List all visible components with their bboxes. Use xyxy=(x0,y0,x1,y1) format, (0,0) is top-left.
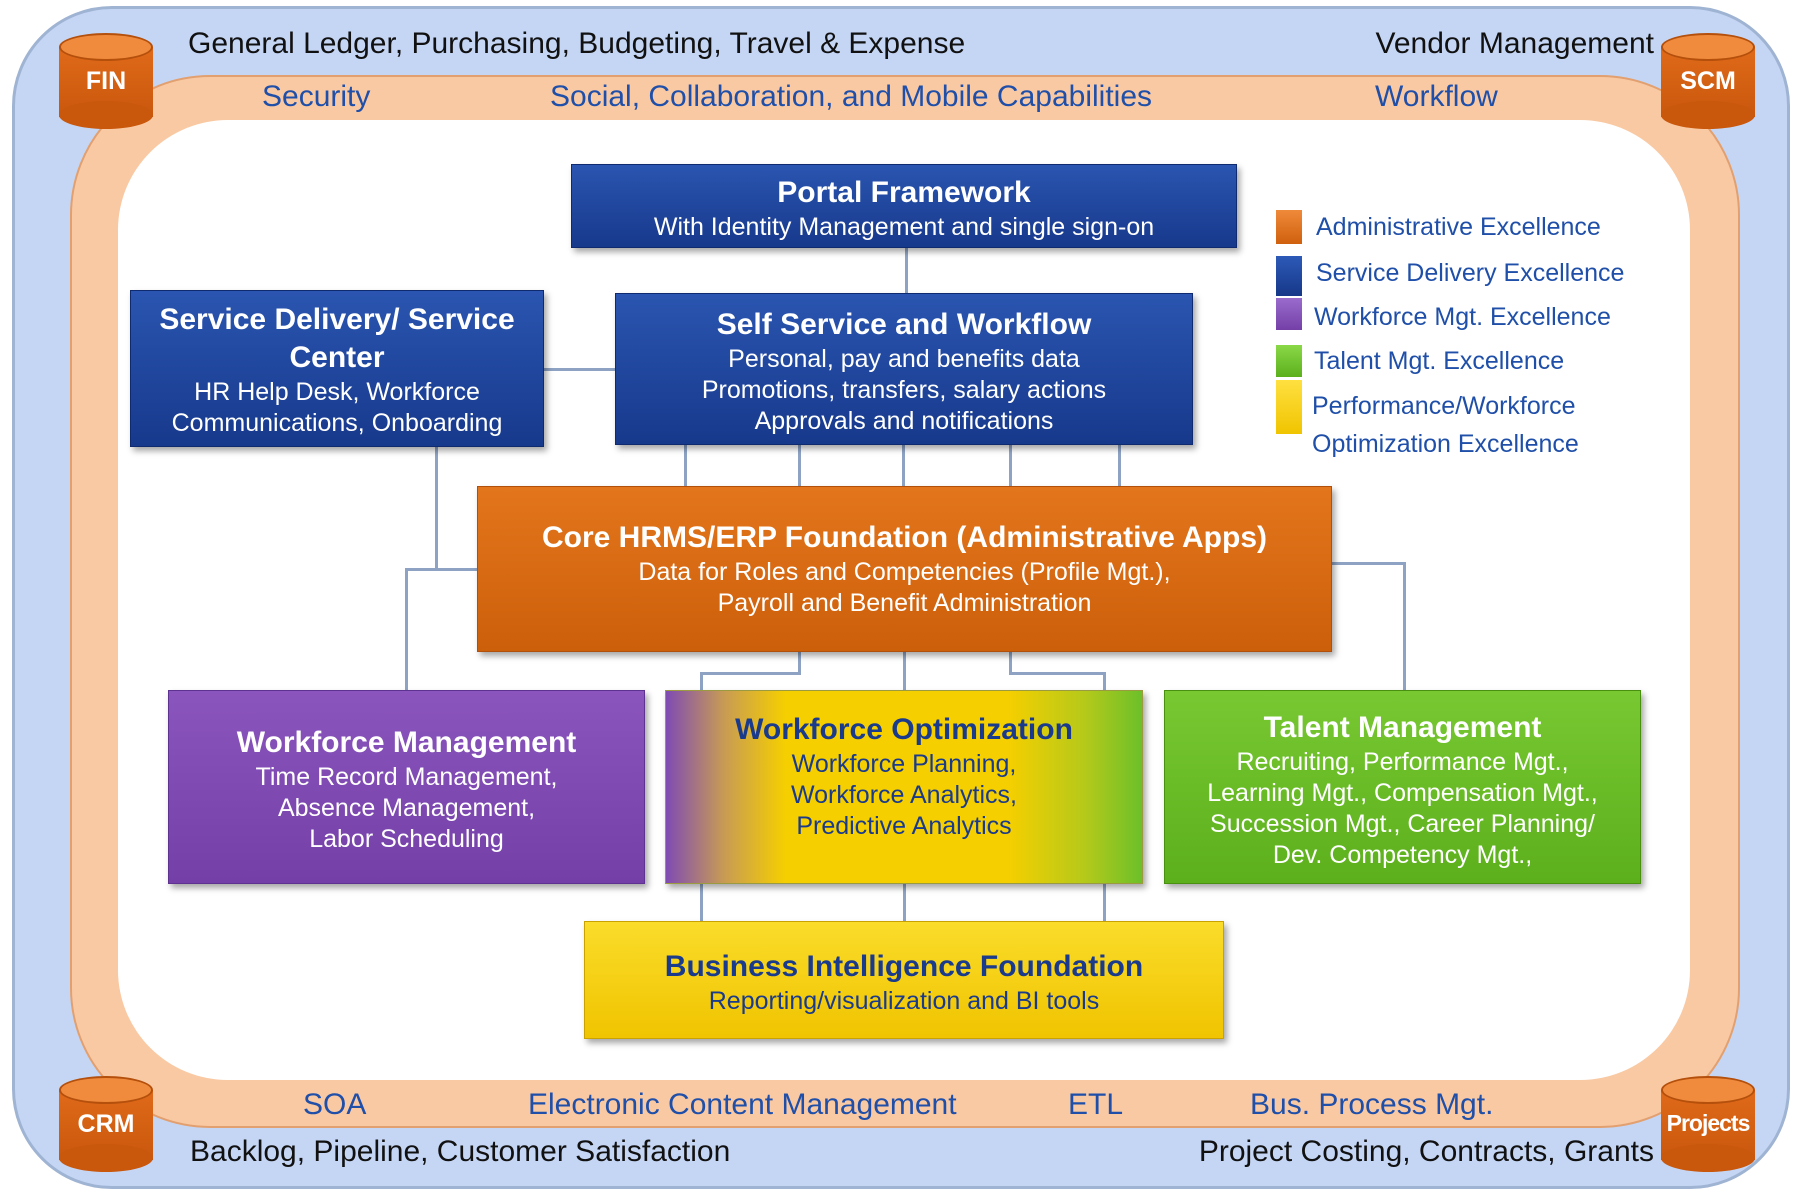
workforce-management-title: Workforce Management xyxy=(236,726,577,759)
core-title: Core HRMS/ERP Foundation (Administrative… xyxy=(541,521,1268,554)
legend-perf-line2: Optimization Excellence xyxy=(1312,430,1579,458)
crm-label: CRM xyxy=(77,1110,135,1138)
connector xyxy=(798,652,801,674)
workforce-optimization-line: Workforce Analytics, xyxy=(790,781,1017,809)
service-center-line: HR Help Desk, Workforce xyxy=(194,378,480,406)
talent-management-box: Talent Management Recruiting, Performanc… xyxy=(1164,690,1641,884)
connector xyxy=(1009,652,1012,674)
connector xyxy=(1332,562,1406,565)
service-center-title: Service Delivery/ Service xyxy=(159,303,515,336)
connector xyxy=(905,246,908,296)
connector xyxy=(684,444,687,487)
connector xyxy=(435,446,438,570)
projects-modules-label: Project Costing, Contracts, Grants xyxy=(1198,1135,1654,1168)
connector xyxy=(1403,562,1406,691)
ring-etl: ETL xyxy=(1068,1088,1124,1121)
ring-workflow: Workflow xyxy=(1375,80,1498,113)
connector xyxy=(798,444,801,487)
ring-bpm: Bus. Process Mgt. xyxy=(1250,1088,1494,1121)
legend-swatch-blue xyxy=(1276,256,1302,296)
portal-framework-box: Portal Framework With Identity Managemen… xyxy=(571,164,1237,248)
talent-management-title: Talent Management xyxy=(1263,711,1542,744)
connector xyxy=(700,883,703,921)
core-line: Payroll and Benefit Administration xyxy=(717,589,1092,617)
connector xyxy=(700,672,703,692)
core-line: Data for Roles and Competencies (Profile… xyxy=(638,558,1171,586)
scm-modules-label: Vendor Management xyxy=(1375,27,1654,60)
connector xyxy=(1118,444,1121,487)
legend-swatch-yellow xyxy=(1276,380,1302,434)
ring-social: Social, Collaboration, and Mobile Capabi… xyxy=(550,80,1153,113)
self-service-line: Promotions, transfers, salary actions xyxy=(701,376,1107,404)
core-hrms-box: Core HRMS/ERP Foundation (Administrative… xyxy=(477,486,1332,652)
workforce-optimization-title: Workforce Optimization xyxy=(735,713,1073,746)
bi-line: Reporting/visualization and BI tools xyxy=(708,987,1100,1015)
legend-swatch-orange xyxy=(1276,210,1302,244)
projects-label: Projects xyxy=(1666,1110,1751,1136)
connector xyxy=(903,883,906,921)
connector xyxy=(903,652,906,692)
connector xyxy=(902,444,905,487)
workforce-management-line: Labor Scheduling xyxy=(309,825,504,853)
connector xyxy=(700,672,801,675)
connector xyxy=(405,568,408,691)
talent-management-line: Learning Mgt., Compensation Mgt., xyxy=(1207,779,1598,807)
talent-management-line: Dev. Competency Mgt., xyxy=(1272,841,1533,869)
service-center-title: Center xyxy=(289,341,385,374)
talent-management-line: Recruiting, Performance Mgt., xyxy=(1236,748,1569,776)
legend-service: Service Delivery Excellence xyxy=(1316,259,1625,287)
connector xyxy=(1103,672,1106,692)
legend-perf-line1: Performance/Workforce xyxy=(1312,392,1576,420)
connector xyxy=(1103,883,1106,921)
business-intelligence-box: Business Intelligence Foundation Reporti… xyxy=(584,921,1224,1039)
workforce-management-line: Time Record Management, xyxy=(255,763,558,791)
connector xyxy=(543,368,617,371)
fin-modules-label: General Ledger, Purchasing, Budgeting, T… xyxy=(188,27,966,60)
projects-database-icon: Projects xyxy=(1661,1076,1755,1172)
legend-swatch-purple xyxy=(1276,298,1302,330)
service-center-line: Communications, Onboarding xyxy=(171,409,503,437)
workforce-optimization-line: Workforce Planning, xyxy=(791,750,1017,778)
legend-swatch-green xyxy=(1276,345,1302,377)
ring-ecm: Electronic Content Management xyxy=(528,1088,957,1121)
workforce-optimization-line: Predictive Analytics xyxy=(796,812,1012,840)
bi-title: Business Intelligence Foundation xyxy=(664,950,1144,983)
ring-soa: SOA xyxy=(303,1088,367,1121)
self-service-box: Self Service and Workflow Personal, pay … xyxy=(615,293,1193,445)
scm-database-icon: SCM xyxy=(1661,33,1755,129)
fin-label: FIN xyxy=(85,67,127,95)
workforce-management-line: Absence Management, xyxy=(277,794,536,822)
service-center-box: Service Delivery/ Service Center HR Help… xyxy=(130,290,544,447)
connector xyxy=(405,568,477,571)
portal-title: Portal Framework xyxy=(777,176,1031,209)
self-service-title: Self Service and Workflow xyxy=(716,308,1092,341)
workforce-optimization-box: Workforce Optimization Workforce Plannin… xyxy=(665,690,1143,884)
portal-line: With Identity Management and single sign… xyxy=(653,213,1155,241)
self-service-line: Personal, pay and benefits data xyxy=(728,345,1080,373)
fin-database-icon: FIN xyxy=(59,33,153,129)
scm-label: SCM xyxy=(1680,67,1736,95)
self-service-line: Approvals and notifications xyxy=(754,407,1054,435)
crm-modules-label: Backlog, Pipeline, Customer Satisfaction xyxy=(190,1135,731,1168)
connector xyxy=(1009,672,1105,675)
connector xyxy=(1009,444,1012,487)
talent-management-line: Succession Mgt., Career Planning/ xyxy=(1210,810,1595,838)
ring-security: Security xyxy=(262,80,371,113)
legend-workforce: Workforce Mgt. Excellence xyxy=(1314,303,1611,331)
legend-talent: Talent Mgt. Excellence xyxy=(1314,347,1565,375)
legend-admin: Administrative Excellence xyxy=(1316,213,1601,241)
workforce-management-box: Workforce Management Time Record Managem… xyxy=(168,690,645,884)
crm-database-icon: CRM xyxy=(59,1076,153,1172)
